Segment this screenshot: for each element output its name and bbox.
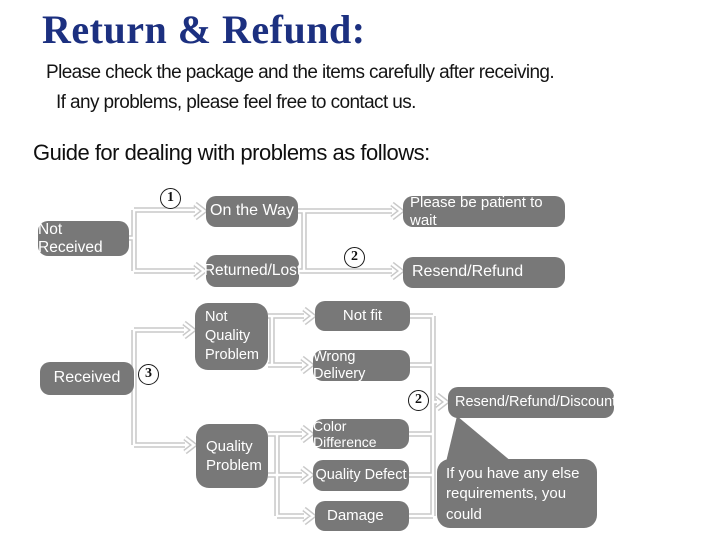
node-resend-refund-discount: Resend/Refund/Discount (448, 387, 616, 418)
node-on-the-way: On the Way (206, 196, 298, 227)
page-title: Return & Refund: (42, 7, 366, 52)
node-received: Received (40, 362, 134, 395)
node-not-received: Not Received (38, 221, 129, 256)
step-3-badge: 3 (138, 364, 159, 385)
guide-heading: Guide for dealing with problems as follo… (33, 140, 430, 165)
node-returned-lost: Returned/Lost (204, 255, 301, 287)
callout-bubble: If you have any else requirements, you c… (437, 459, 597, 543)
callout-tail (446, 416, 512, 462)
node-resend-refund: Resend/Refund (403, 257, 565, 288)
step-1-badge: 1 (160, 188, 181, 209)
node-quality-problem: Quality Problem (196, 424, 268, 488)
node-not-fit: Not fit (315, 301, 410, 331)
note-line-2: If any problems, please feel free to con… (56, 92, 416, 113)
step-2-badge-top: 2 (344, 247, 365, 268)
step-2-badge-bottom: 2 (408, 390, 429, 411)
node-damage: Damage (315, 501, 409, 531)
node-wrong-delivery: Wrong Delivery (313, 349, 410, 382)
node-please-be-patient: Please be patient to wait (403, 194, 565, 229)
node-color-difference: Color Difference (313, 418, 409, 450)
node-quality-defect: Quality Defect (313, 460, 409, 491)
note-line-1: Please check the package and the items c… (46, 62, 555, 83)
node-not-quality-problem: Not Quality Problem (195, 303, 268, 370)
